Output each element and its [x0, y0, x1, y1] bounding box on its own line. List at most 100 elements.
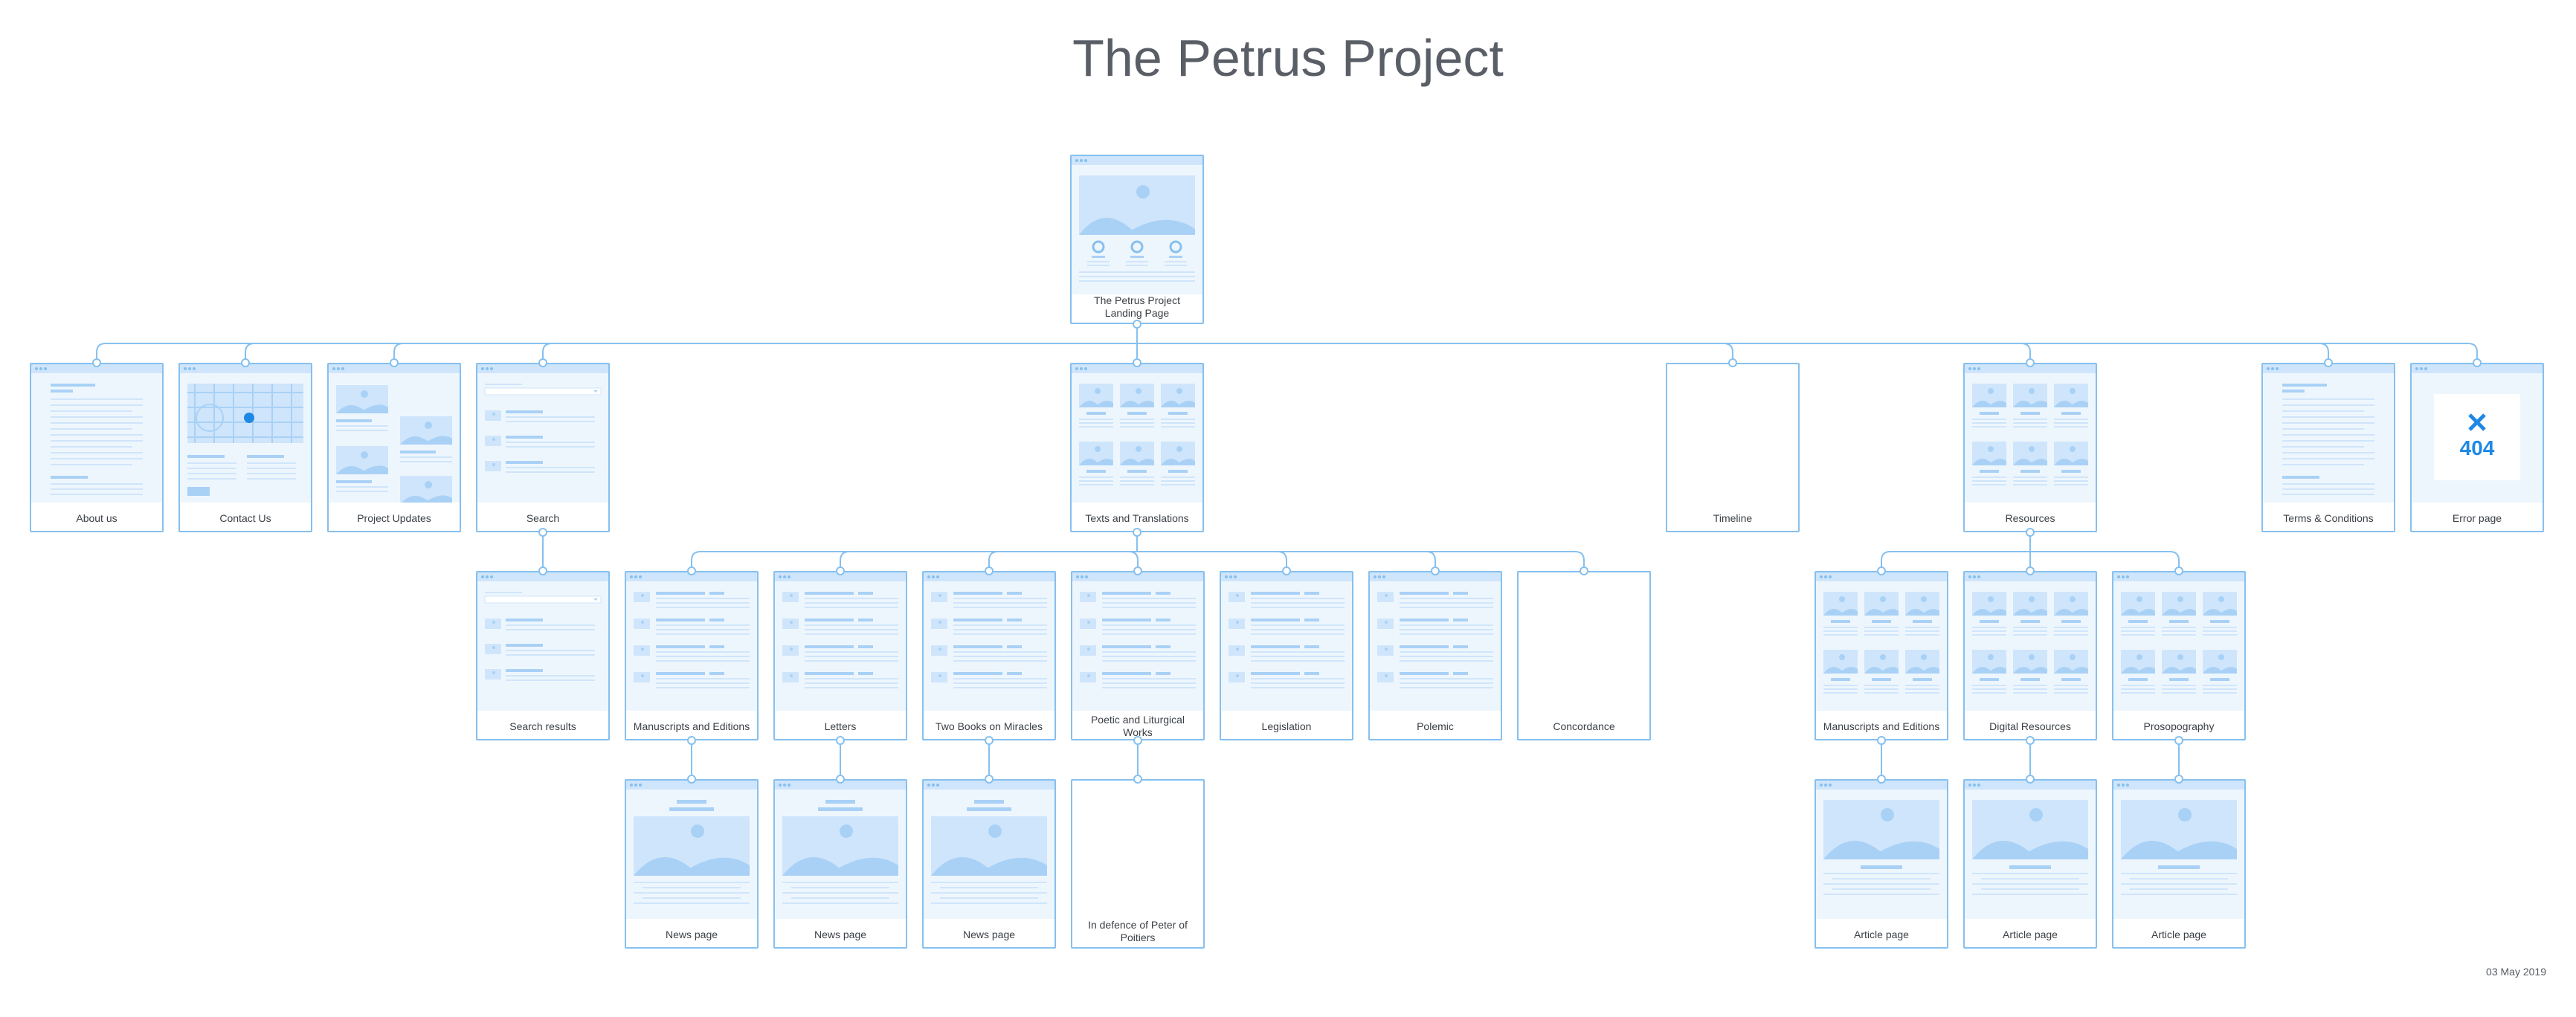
page-node-letters[interactable]: Letters	[773, 571, 907, 740]
page-node-digital[interactable]: Digital Resources	[1963, 571, 2097, 740]
date-stamp: 03 May 2019	[2486, 966, 2546, 978]
page-node-label: Manuscripts and Editions	[633, 720, 750, 732]
landing-wireframe-thumbnail	[1072, 156, 1202, 294]
connector-line	[1723, 343, 1733, 363]
page-node-polemic[interactable]: Polemic	[1368, 571, 1502, 740]
connector-handle	[2473, 358, 2482, 367]
page-node-label: Texts and Translations	[1085, 511, 1189, 524]
list-wireframe-thumbnail	[924, 572, 1054, 711]
connector-handle	[241, 358, 250, 367]
news-wireframe-thumbnail	[924, 781, 1054, 919]
search-wireframe-thumbnail	[477, 572, 608, 711]
connector-handle	[1282, 566, 1291, 575]
page-node-defence[interactable]: In defence of Peter of Poitiers	[1071, 779, 1205, 949]
connector-handle	[92, 358, 101, 367]
connector-handle	[985, 736, 994, 745]
connector-line	[2319, 343, 2329, 363]
article-wireframe-thumbnail	[1965, 781, 2096, 919]
page-node-label: Project Updates	[357, 511, 431, 524]
connector-line	[96, 343, 106, 363]
page-node-label: Two Books on Miracles	[936, 720, 1043, 732]
page-node-search[interactable]: Search	[476, 363, 610, 532]
connector-line	[1574, 551, 1585, 571]
page-node-prosopography[interactable]: Prosopography	[2112, 571, 2246, 740]
connector-line	[245, 343, 255, 363]
connector-handle	[687, 566, 696, 575]
error-code-text: 404	[2460, 436, 2495, 459]
page-node-news2[interactable]: News page	[773, 779, 907, 949]
page-node-texts[interactable]: Texts and Translations	[1070, 363, 1204, 532]
page-node-label: The Petrus Project Landing Page	[1094, 294, 1180, 319]
page-node-terms[interactable]: Terms & Conditions	[2261, 363, 2395, 532]
page-node-label: Search results	[509, 720, 576, 732]
page-node-resources[interactable]: Resources	[1963, 363, 2097, 532]
connector-line	[1881, 551, 1891, 571]
blank-wireframe-thumbnail	[1072, 781, 1203, 919]
page-node-poetic[interactable]: Poetic and Liturgical Works	[1071, 571, 1205, 740]
page-node-label: Article page	[2151, 928, 2206, 940]
text-wireframe-thumbnail	[2263, 364, 2394, 503]
page-node-label: Terms & Conditions	[2283, 511, 2374, 524]
page-node-miracles[interactable]: Two Books on Miracles	[922, 571, 1056, 740]
page-node-label: Article page	[1854, 928, 1909, 940]
connector-handle	[2026, 775, 2035, 784]
blank-wireframe-thumbnail	[1519, 572, 1649, 711]
page-node-label: News page	[962, 928, 1016, 940]
list-wireframe-thumbnail	[1370, 572, 1501, 711]
connector-line	[840, 551, 850, 571]
page-node-concordance[interactable]: Concordance	[1517, 571, 1651, 740]
grid-wireframe-thumbnail	[1965, 572, 2096, 711]
article-wireframe-thumbnail	[2113, 781, 2244, 919]
page-node-updates[interactable]: Project Updates	[327, 363, 461, 532]
page-node-label: Resources	[2005, 511, 2055, 524]
page-node-about[interactable]: About us	[30, 363, 164, 532]
connector-handle	[1133, 320, 1142, 329]
search-wireframe-thumbnail	[477, 364, 608, 503]
page-node-res-manuscripts[interactable]: Manuscripts and Editions	[1815, 571, 1948, 740]
page-node-label: About us	[76, 511, 117, 524]
grid-wireframe-thumbnail	[1965, 364, 2096, 503]
news-wireframe-thumbnail	[775, 781, 906, 919]
page-node-manuscripts[interactable]: Manuscripts and Editions	[625, 571, 759, 740]
error-wireframe-thumbnail: 404	[2412, 364, 2543, 503]
connector-handle	[2026, 736, 2035, 745]
connector-handle	[985, 566, 994, 575]
connector-handle	[2026, 566, 2035, 575]
grid-wireframe-thumbnail	[1072, 364, 1202, 503]
page-node-contact[interactable]: Contact Us	[178, 363, 312, 532]
connector-handle	[2324, 358, 2333, 367]
connector-handle	[985, 775, 994, 784]
page-node-news3[interactable]: News page	[922, 779, 1056, 949]
page-node-landing[interactable]: The Petrus Project Landing Page	[1070, 155, 1204, 324]
page-node-label: Timeline	[1713, 511, 1753, 524]
connector-handle	[687, 736, 696, 745]
connector-handle	[1877, 566, 1886, 575]
page-node-label: Concordance	[1553, 720, 1615, 732]
page-node-search-results[interactable]: Search results	[476, 571, 610, 740]
page-node-article3[interactable]: Article page	[2112, 779, 2246, 949]
connector-line	[2020, 343, 2031, 363]
diagram-title: The Petrus Project	[1072, 29, 1504, 87]
connector-line	[393, 343, 404, 363]
news-wireframe-thumbnail	[626, 781, 757, 919]
page-node-timeline[interactable]: Timeline	[1666, 363, 1800, 532]
connector-handle	[836, 775, 845, 784]
page-node-news1[interactable]: News page	[625, 779, 759, 949]
connector-handle	[538, 566, 547, 575]
list-wireframe-thumbnail	[1221, 572, 1352, 711]
page-node-article2[interactable]: Article page	[1963, 779, 2097, 949]
connector-handle	[1877, 775, 1886, 784]
connector-handle	[1133, 775, 1142, 784]
connector-line	[2467, 343, 2478, 363]
page-node-article1[interactable]: Article page	[1815, 779, 1948, 949]
connector-handle	[538, 528, 547, 537]
page-node-label: News page	[665, 928, 718, 940]
page-node-legislation[interactable]: Legislation	[1220, 571, 1353, 740]
page-node-label: Poetic and Liturgical Works	[1090, 714, 1185, 738]
page-node-label: Article page	[2003, 928, 2058, 940]
connector-handle	[1133, 358, 1142, 367]
connector-handle	[1580, 566, 1588, 575]
connector-handle	[2174, 566, 2183, 575]
